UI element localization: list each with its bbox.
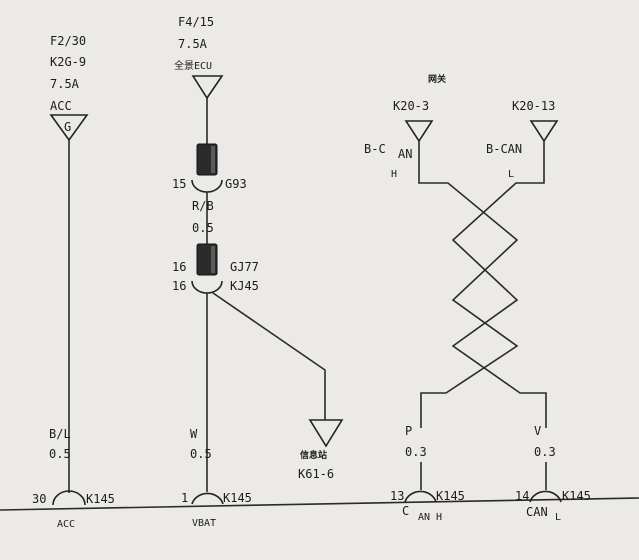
vbat-fuse-label: F4/15 [178,15,214,29]
acc-rating-label: 7.5A [50,77,80,91]
can-high-label-sub: H [391,169,397,180]
vbat-plug2-connector-bottom: KJ45 [230,279,259,293]
can-low-pin-connector: K145 [562,489,591,503]
vbat-wire-color: W [190,427,198,441]
acc-pin-connector: K145 [86,492,115,506]
vbat-source-label: 全景ECU [174,59,212,72]
vbat-branch-terminal-icon [308,419,344,448]
acc-fuse-label: F2/30 [50,34,86,48]
vbat-mid-wire-color: R/B [192,199,214,213]
vbat-branch-connector: K61-6 [298,467,334,481]
can-low-pin-number: 14 [515,489,529,503]
can-high-wire-size: 0.3 [405,445,427,459]
can-low-wire-size: 0.3 [534,445,556,459]
vbat-branch-label: 信息站 [300,449,327,461]
acc-terminal-mark: G [64,120,71,134]
can-high-wire-color: P [405,424,412,438]
can-low-connector: K20-13 [512,99,555,113]
acc-pin-label: ACC [57,519,75,530]
vbat-source-terminal-icon [191,75,224,100]
vbat-plug1-pin: 15 [172,177,186,191]
vbat-pin-connector: K145 [223,491,252,505]
vbat-rating-label: 7.5A [178,37,208,51]
vbat-wire-size: 0.5 [190,447,212,461]
can-high-pin-label-right: AN H [418,512,442,523]
acc-pin-connector-icon [52,490,86,506]
can-low-label-sub: L [508,169,514,180]
vbat-pin-number: 1 [181,491,188,505]
vbat-plug2-connector-top: GJ77 [230,260,259,274]
can-high-pin-label-left: C [402,504,409,518]
can-low-pin-connector-icon [529,490,562,503]
can-low-wire [451,141,547,428]
vbat-plug1-connector: G93 [225,177,247,191]
can-high-wire [418,141,519,428]
vbat-plug2-socket-icon [191,280,223,294]
vbat-plug2-highlight [211,246,215,273]
can-high-label-right: AN [398,147,412,161]
acc-wire-color: B/L [49,427,71,441]
vbat-pin-label: VBAT [192,518,216,529]
can-high-label-left: B-C [364,142,386,156]
acc-connector-label: K2G-9 [50,55,86,69]
can-low-label: B-CAN [486,142,522,156]
can-low-pin-label-right: L [555,512,561,523]
acc-pin-number: 30 [32,492,46,506]
vbat-plug1-socket-icon [191,179,223,193]
acc-fuse-terminal-icon [49,114,89,142]
gateway-header: 网关 [428,73,446,85]
can-high-pin-number: 13 [390,489,404,503]
acc-source-label: ACC [50,99,72,113]
can-low-wire-color: V [534,424,541,438]
vbat-mid-wire-size: 0.5 [192,221,214,235]
vbat-plug2-pin-bottom: 16 [172,279,186,293]
can-high-pin-connector-icon [404,490,437,503]
vbat-branch-wire [212,292,326,420]
bottom-border-line [0,497,639,511]
vbat-plug1-highlight [211,146,215,173]
vbat-plug2-pin-top: 16 [172,260,186,274]
vbat-pin-connector-icon [191,492,224,505]
can-high-terminal-icon [404,120,434,143]
can-high-pin-connector: K145 [436,489,465,503]
can-low-pin-label-left: CAN [526,505,548,519]
acc-wire-size: 0.5 [49,447,71,461]
can-high-connector: K20-3 [393,99,429,113]
can-low-terminal-icon [529,120,559,143]
